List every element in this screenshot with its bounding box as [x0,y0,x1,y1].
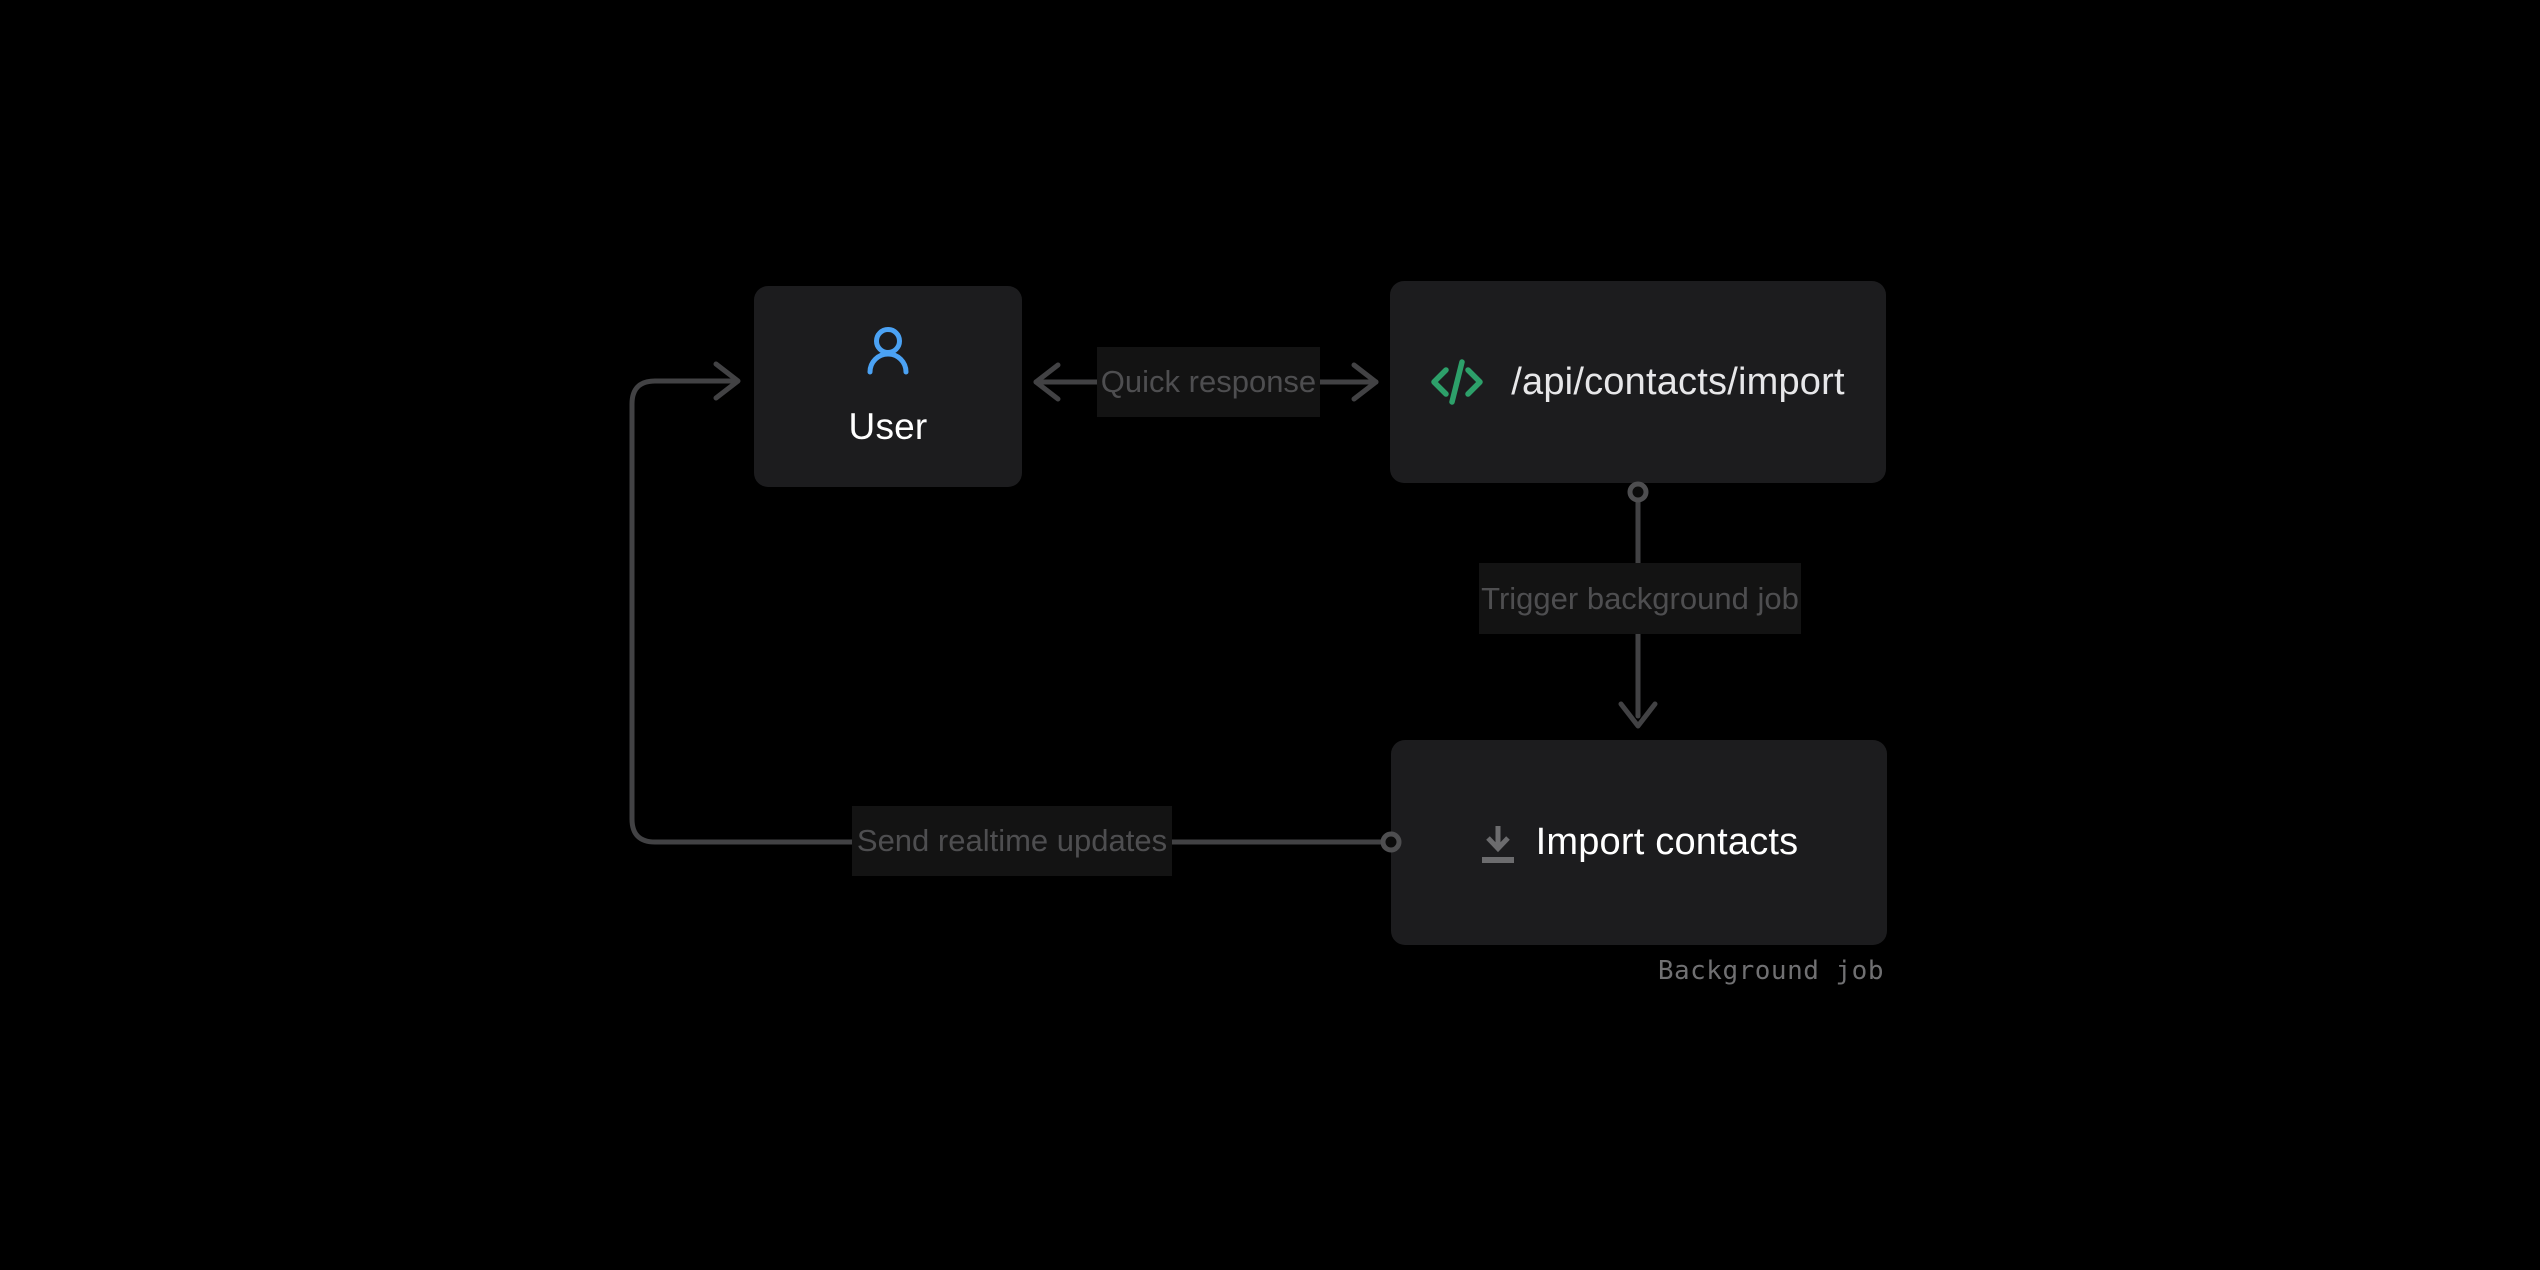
import-contacts-node: Import contacts [1391,740,1887,945]
api-endpoint-label: /api/contacts/import [1511,360,1845,403]
background-job-caption: Background job [1657,956,1884,986]
edge-label-trigger-background-job: Trigger background job [1479,563,1801,634]
user-icon [861,326,915,380]
code-icon [1431,359,1483,405]
user-node: User [754,286,1022,487]
user-node-label: User [848,405,928,447]
edge-label-send-realtime-updates: Send realtime updates [852,806,1172,876]
edge-label-quick-response: Quick response [1097,347,1320,417]
download-icon [1480,823,1516,863]
api-endpoint-node: /api/contacts/import [1390,281,1886,483]
api-bottom-port [1627,481,1649,503]
import-contacts-label: Import contacts [1535,821,1799,863]
